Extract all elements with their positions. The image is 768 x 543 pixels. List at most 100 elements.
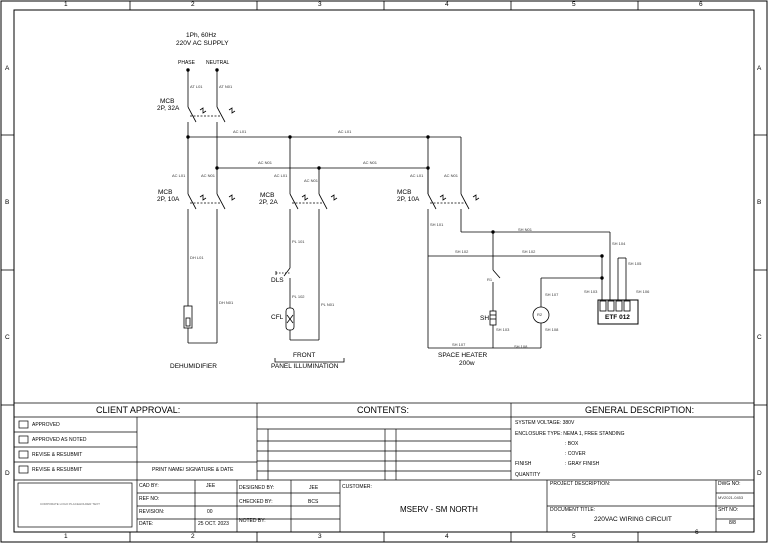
phase-label: PHASE [178,60,195,66]
wire-label-pl-101: PL 101 [292,239,305,244]
col-label-2-bottom: 2 [191,533,195,540]
print-name-signature-label: PRINT NAME/ SIGNATURE & DATE [152,467,234,473]
sht-no-label: SHT NO: [718,507,739,513]
customer-label: CUSTOMER: [342,484,372,490]
row-label-d-left: D [5,470,10,477]
wire-label-sh-102-b: SH 102 [522,249,536,254]
etf-label: ETF 012 [605,314,630,321]
checked-by-label: CHECKED BY: [239,499,273,505]
wire-label-sh-103-b: SH 103 [496,327,510,332]
sht-no-value: 8/8 [729,520,736,526]
dwg-no-label: DWG NO: [718,481,741,487]
supply-line1: 1Ph, 60Hz [186,32,217,39]
document-title-label: DOCUMENT TITLE: [550,507,596,513]
supply-line2: 220V AC SUPPLY [176,40,229,47]
col-label-4-bottom: 4 [445,533,449,540]
col-label-2-top: 2 [191,1,195,8]
dls-label: DLS [271,277,284,284]
logo-placeholder-text: CORPORATE LOGO PLACEHOLDER TEXT [40,502,100,506]
wire-label-dh-l-in: AC L01 [172,173,186,178]
general-line-2: ENCLOSURE TYPE: NEMA 1, FREE STANDING [515,431,625,437]
approval-option-1: APPROVED [32,422,60,428]
row-label-c-left: C [5,334,10,341]
inner-border [13,9,755,533]
bottom-tables [14,402,754,532]
revision-value: 00 [207,509,213,515]
wire-label-bus-n-2: AC N01 [363,160,378,165]
designed-by-value: JEE [309,485,319,491]
col-label-6-bottom: 6 [695,529,699,536]
noted-by-label: NOTED BY: [239,518,266,524]
wire-label-bus-n-1: AC N01 [258,160,273,165]
cfl-label: CFL [271,314,284,321]
row-label-a-right: A [757,65,762,72]
panel-illumination-label: PANEL ILLUMINATION [271,363,339,370]
contents-title: CONTENTS: [357,405,410,415]
space-heater-label: SPACE HEATER [438,352,488,359]
wire-label-sh-101: SH 101 [430,222,444,227]
dehum-mcb-label-1: MCB [158,189,173,196]
wire-label-sh-105: SH 105 [628,261,642,266]
wire-label-dh-n-in: AC N01 [201,173,216,178]
row-label-b-left: B [5,199,10,206]
heater-mcb-label-1: MCB [397,189,412,196]
designed-by-label: DESIGNED BY: [239,485,275,491]
wire-label-sh-n-in: AC N01 [444,173,459,178]
wire-label-sh-103: SH 103 [584,289,598,294]
col-label-4-top: 4 [445,1,449,8]
approval-option-2: APPROVED AS NOTED [32,437,87,443]
col-label-1-top: 1 [64,1,68,8]
wire-label-sh-102-a: SH 102 [455,249,469,254]
wire-label-pl-n01: PL N01 [321,302,335,307]
wire-label-sh-108: SH 108 [545,327,559,332]
heater-watt-label: 200w [459,360,475,367]
col-label-3-top: 3 [318,1,322,8]
customer-value: MSERV - SM NORTH [400,505,478,514]
wire-label-pl-n-in: AC N01 [304,178,319,183]
col-label-6-top: 6 [699,1,703,8]
general-line-1: SYSTEM VOLTAGE: 380V [515,420,575,426]
wire-label-pl-l-in: AC L01 [274,173,288,178]
sh-label: SH [480,315,490,322]
general-line-7: QUANTITY [515,472,541,478]
general-line-5: FINISH [515,461,532,467]
cad-by-value: JEE [206,483,216,489]
date-value: 25 OCT. 2023 [198,521,229,527]
wire-label-dh-l01: DH L01 [190,255,204,260]
wire-label-sh-n01: SH N01 [518,227,533,232]
document-title-value: 220VAC WIRING CIRCUIT [594,516,672,523]
row-label-d-right: D [757,470,762,477]
wire-label-bus-l-1: AC L01 [233,129,247,134]
neutral-label: NEUTRAL [206,60,230,66]
wire-label-sh-106: SH 106 [636,289,650,294]
project-description-label: PROJECT DESCRIPTION: [550,481,611,487]
r2-label: R2 [537,312,543,317]
wire-label-sh-108-b: SH 108 [514,344,528,349]
r1-label: R1 [487,277,493,282]
wire-label-sh-107-b: SH 107 [452,342,466,347]
wire-label-pl-102: PL 102 [292,294,305,299]
row-label-c-right: C [757,334,762,341]
row-ticks [1,134,767,406]
wire-label-dh-n01: DH N01 [219,300,234,305]
date-label: DATE: [139,521,154,527]
col-label-3-bottom: 3 [318,533,322,540]
wire-label-sh-l-in: AC L01 [410,173,424,178]
general-description-title: GENERAL DESCRIPTION: [585,405,695,415]
general-line-3: : BOX [565,441,579,447]
wire-label-sh-107: SH 107 [545,292,559,297]
main-mcb-label-2: 2P, 32A [157,105,180,112]
client-approval-title: CLIENT APPROVAL: [96,405,181,415]
wire-label-neutral: AT N01 [219,84,233,89]
wire-label-bus-l-2: AC L01 [338,129,352,134]
general-line-4: : COVER [565,451,586,457]
approval-option-3: REVISE & RESUBMIT [32,452,83,458]
front-label: FRONT [293,352,316,359]
col-label-5-top: 5 [572,1,576,8]
col-label-1-bottom: 1 [64,533,68,540]
wire-label-sh-104: SH 104 [612,241,626,246]
col-label-5-bottom: 5 [572,533,576,540]
column-ticks [129,1,639,542]
general-line-6: : GRAY FINISH [565,461,600,467]
dehumidifier-label: DEHUMIDIFIER [170,363,217,370]
